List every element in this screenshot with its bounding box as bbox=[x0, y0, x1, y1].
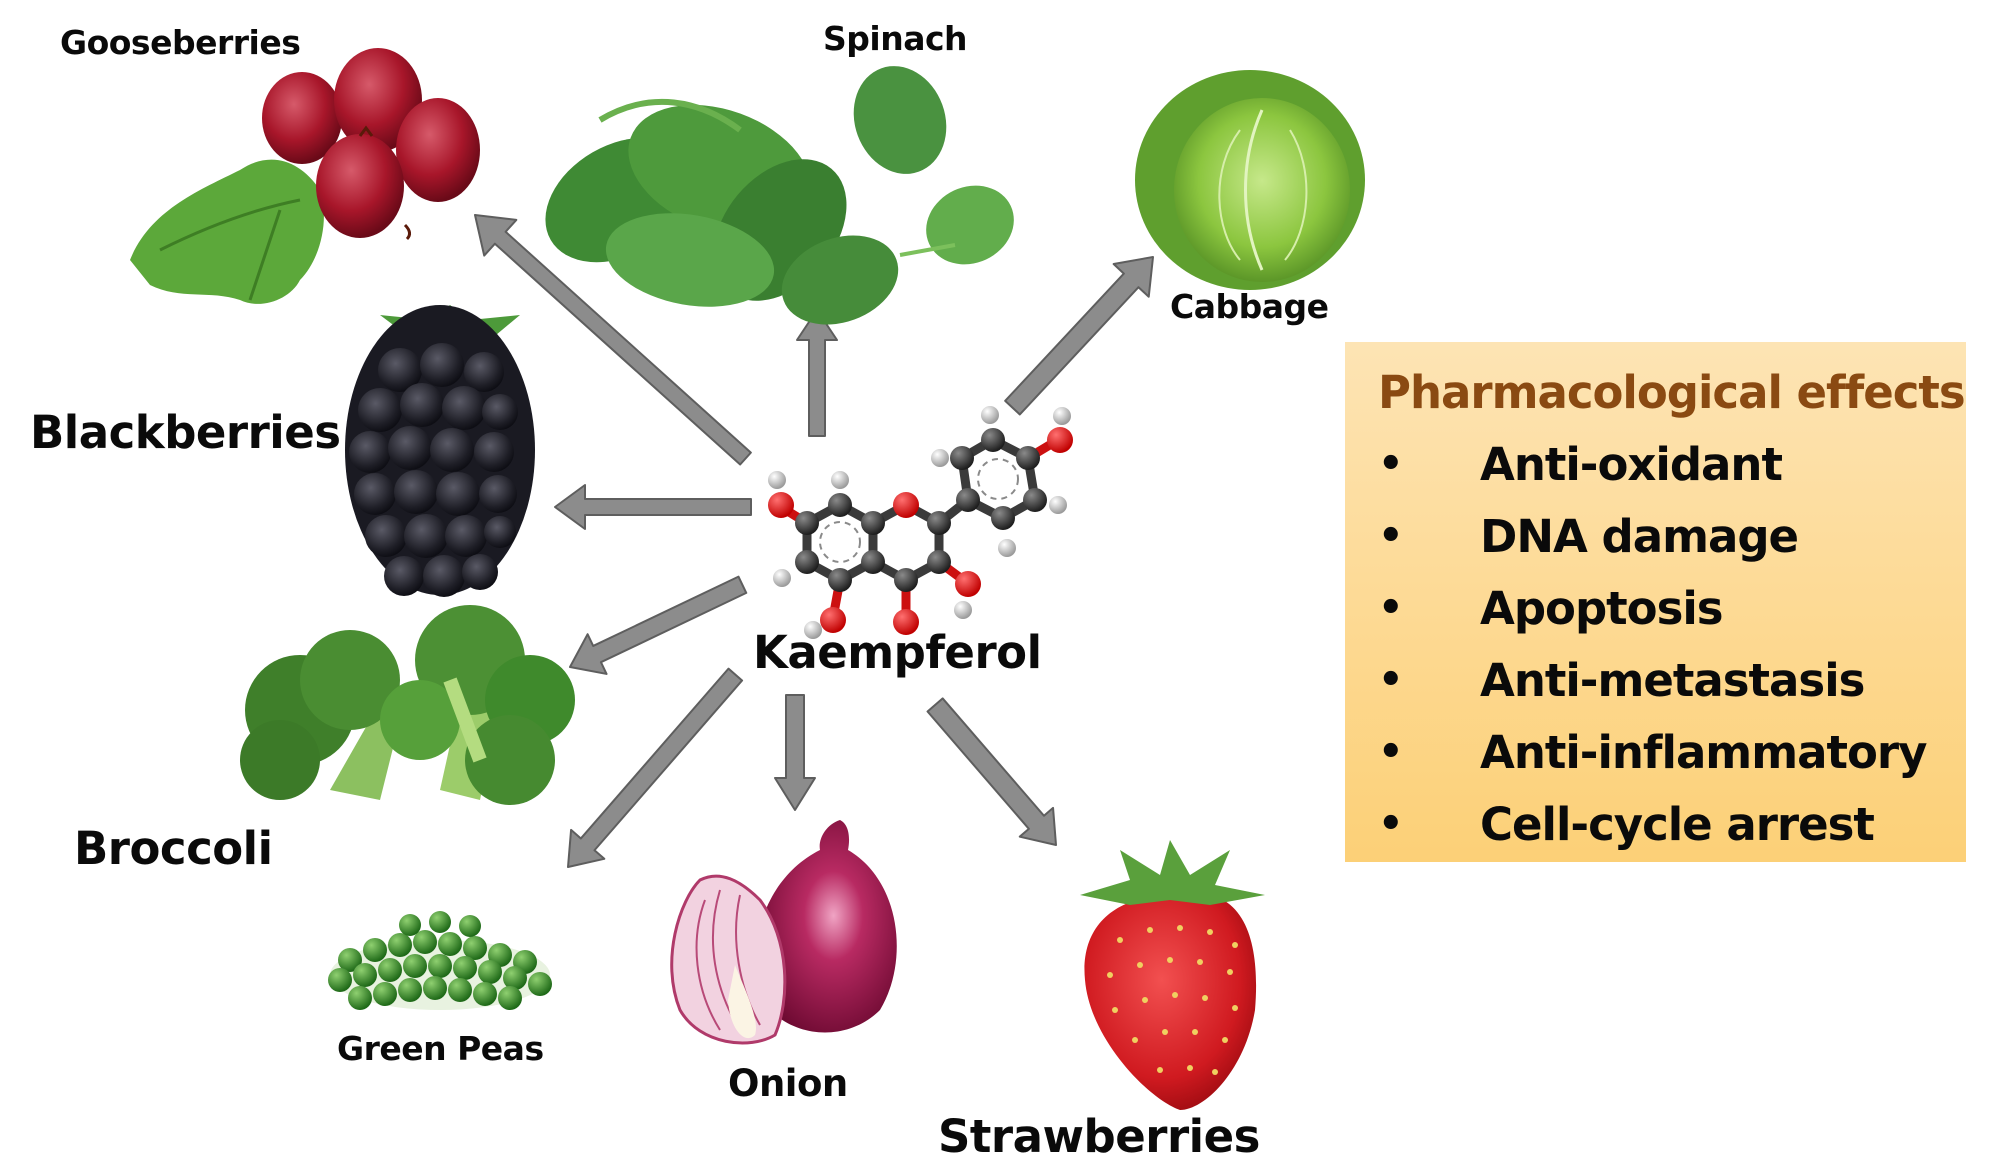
effects-title: Pharmacological effects bbox=[1378, 366, 1966, 419]
effect-label: DNA damage bbox=[1480, 509, 1799, 563]
arrow-to-gooseberries bbox=[474, 214, 752, 466]
label-broccoli: Broccoli bbox=[74, 822, 273, 875]
label-cabbage: Cabbage bbox=[1170, 287, 1329, 326]
cabbage-illustration bbox=[1135, 70, 1365, 290]
arrow-to-green-peas bbox=[567, 667, 744, 868]
effect-label: Apoptosis bbox=[1480, 581, 1724, 635]
arrows bbox=[474, 214, 1154, 868]
label-green-peas: Green Peas bbox=[337, 1029, 544, 1068]
label-blackberries: Blackberries bbox=[30, 406, 341, 459]
label-onion: Onion bbox=[728, 1062, 848, 1105]
label-spinach: Spinach bbox=[823, 19, 968, 58]
pharmacological-effects-panel: Pharmacological effects • Anti-oxidant • D… bbox=[1345, 342, 1966, 862]
bullet-icon: • bbox=[1378, 585, 1404, 631]
onion-illustration bbox=[670, 820, 897, 1045]
bullet-icon: • bbox=[1378, 657, 1404, 703]
effect-label: Anti-inflammatory bbox=[1480, 725, 1927, 779]
label-strawberries: Strawberries bbox=[938, 1110, 1260, 1163]
effect-item: • Cell-cycle arrest bbox=[1378, 788, 1926, 860]
green-peas-illustration bbox=[328, 911, 552, 1010]
arrow-to-blackberries bbox=[554, 484, 752, 530]
effect-item: • Anti-oxidant bbox=[1378, 428, 1926, 500]
label-gooseberries: Gooseberries bbox=[60, 23, 301, 62]
blackberries-illustration bbox=[345, 305, 535, 597]
effect-label: Anti-oxidant bbox=[1480, 437, 1783, 491]
effect-item: • Anti-metastasis bbox=[1378, 644, 1926, 716]
arrow-to-strawberries bbox=[926, 697, 1057, 846]
gooseberries-illustration bbox=[130, 48, 480, 304]
arrow-to-broccoli bbox=[569, 575, 748, 675]
spinach-illustration bbox=[545, 66, 1014, 325]
arrow-to-cabbage bbox=[1004, 256, 1154, 416]
kaempferol-molecule bbox=[768, 406, 1073, 639]
bullet-icon: • bbox=[1378, 441, 1404, 487]
bullet-icon: • bbox=[1378, 801, 1404, 847]
broccoli-illustration bbox=[240, 605, 575, 805]
effect-item: • Apoptosis bbox=[1378, 572, 1926, 644]
effect-label: Cell-cycle arrest bbox=[1480, 797, 1875, 851]
arrow-to-onion bbox=[774, 694, 816, 811]
strawberries-illustration bbox=[1080, 840, 1265, 1110]
effect-item: • DNA damage bbox=[1378, 500, 1926, 572]
effects-list: • Anti-oxidant • DNA damage • Apoptosis • An… bbox=[1378, 428, 1927, 860]
arrow-to-spinach bbox=[796, 309, 838, 437]
effect-item: • Anti-inflammatory bbox=[1378, 716, 1927, 788]
label-kaempferol: Kaempferol bbox=[753, 626, 1042, 679]
effect-label: Anti-metastasis bbox=[1480, 653, 1865, 707]
bullet-icon: • bbox=[1378, 729, 1404, 775]
bullet-icon: • bbox=[1378, 513, 1404, 559]
